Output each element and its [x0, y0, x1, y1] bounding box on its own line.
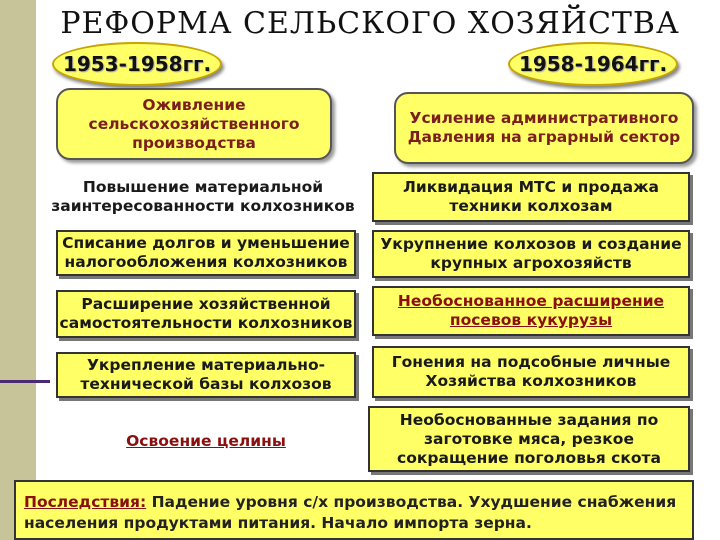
consequences-box: Последствия: Падение уровня с/х производ… [14, 480, 694, 540]
left-item-2-box: Списание долгов и уменьшение налогооблож… [56, 230, 356, 276]
right-item-2: Укрупнение колхозов и создание крупных а… [380, 235, 682, 272]
right-item-1-box: Ликвидация МТС и продажа техники колхоза… [372, 172, 690, 222]
left-item-5: Освоение целины [126, 431, 286, 450]
consequences-label: Последствия: [24, 493, 147, 511]
left-decor-bar [0, 0, 36, 540]
left-item-3: Расширение хозяйственной самостоятельнос… [59, 295, 353, 332]
left-item-1: Повышение материальной заинтересованност… [51, 178, 355, 215]
consequences-text: Падение уровня с/х производства. Ухудшен… [24, 493, 677, 532]
left-heading-text: Оживление сельскохозяйственного производ… [88, 95, 300, 152]
period-badge-right: 1958-1964гг. [508, 42, 678, 86]
right-item-4-box: Гонения на подсобные личные Хозяйства ко… [372, 346, 690, 398]
right-heading-text: Усиление административного Давления на а… [407, 109, 681, 146]
decor-divider-line [0, 380, 50, 383]
right-item-3: Необоснованное расширение посевов кукуру… [397, 292, 665, 329]
left-item-5-box: Освоение целины [56, 412, 356, 470]
period-badge-left: 1953-1958гг. [52, 42, 222, 86]
left-item-4-box: Укрепление материально-технической базы … [56, 352, 356, 398]
left-item-2: Списание долгов и уменьшение налогооблож… [62, 234, 350, 271]
page-title: РЕФОРМА СЕЛЬСКОГО ХОЗЯЙСТВА [60, 6, 680, 41]
right-item-3-box: Необоснованное расширение посевов кукуру… [372, 286, 690, 336]
right-item-4: Гонения на подсобные личные Хозяйства ко… [391, 353, 671, 390]
left-heading-box: Оживление сельскохозяйственного производ… [56, 88, 332, 160]
right-item-2-box: Укрупнение колхозов и создание крупных а… [372, 230, 690, 278]
right-item-5-box: Необоснованные задания по заготовке мяса… [368, 406, 690, 472]
right-heading-box: Усиление административного Давления на а… [394, 92, 694, 164]
left-item-3-box: Расширение хозяйственной самостоятельнос… [56, 290, 356, 338]
right-item-5: Необоснованные задания по заготовке мяса… [397, 410, 661, 467]
right-item-1: Ликвидация МТС и продажа техники колхоза… [403, 178, 659, 215]
left-item-4: Укрепление материально-технической базы … [80, 356, 332, 393]
